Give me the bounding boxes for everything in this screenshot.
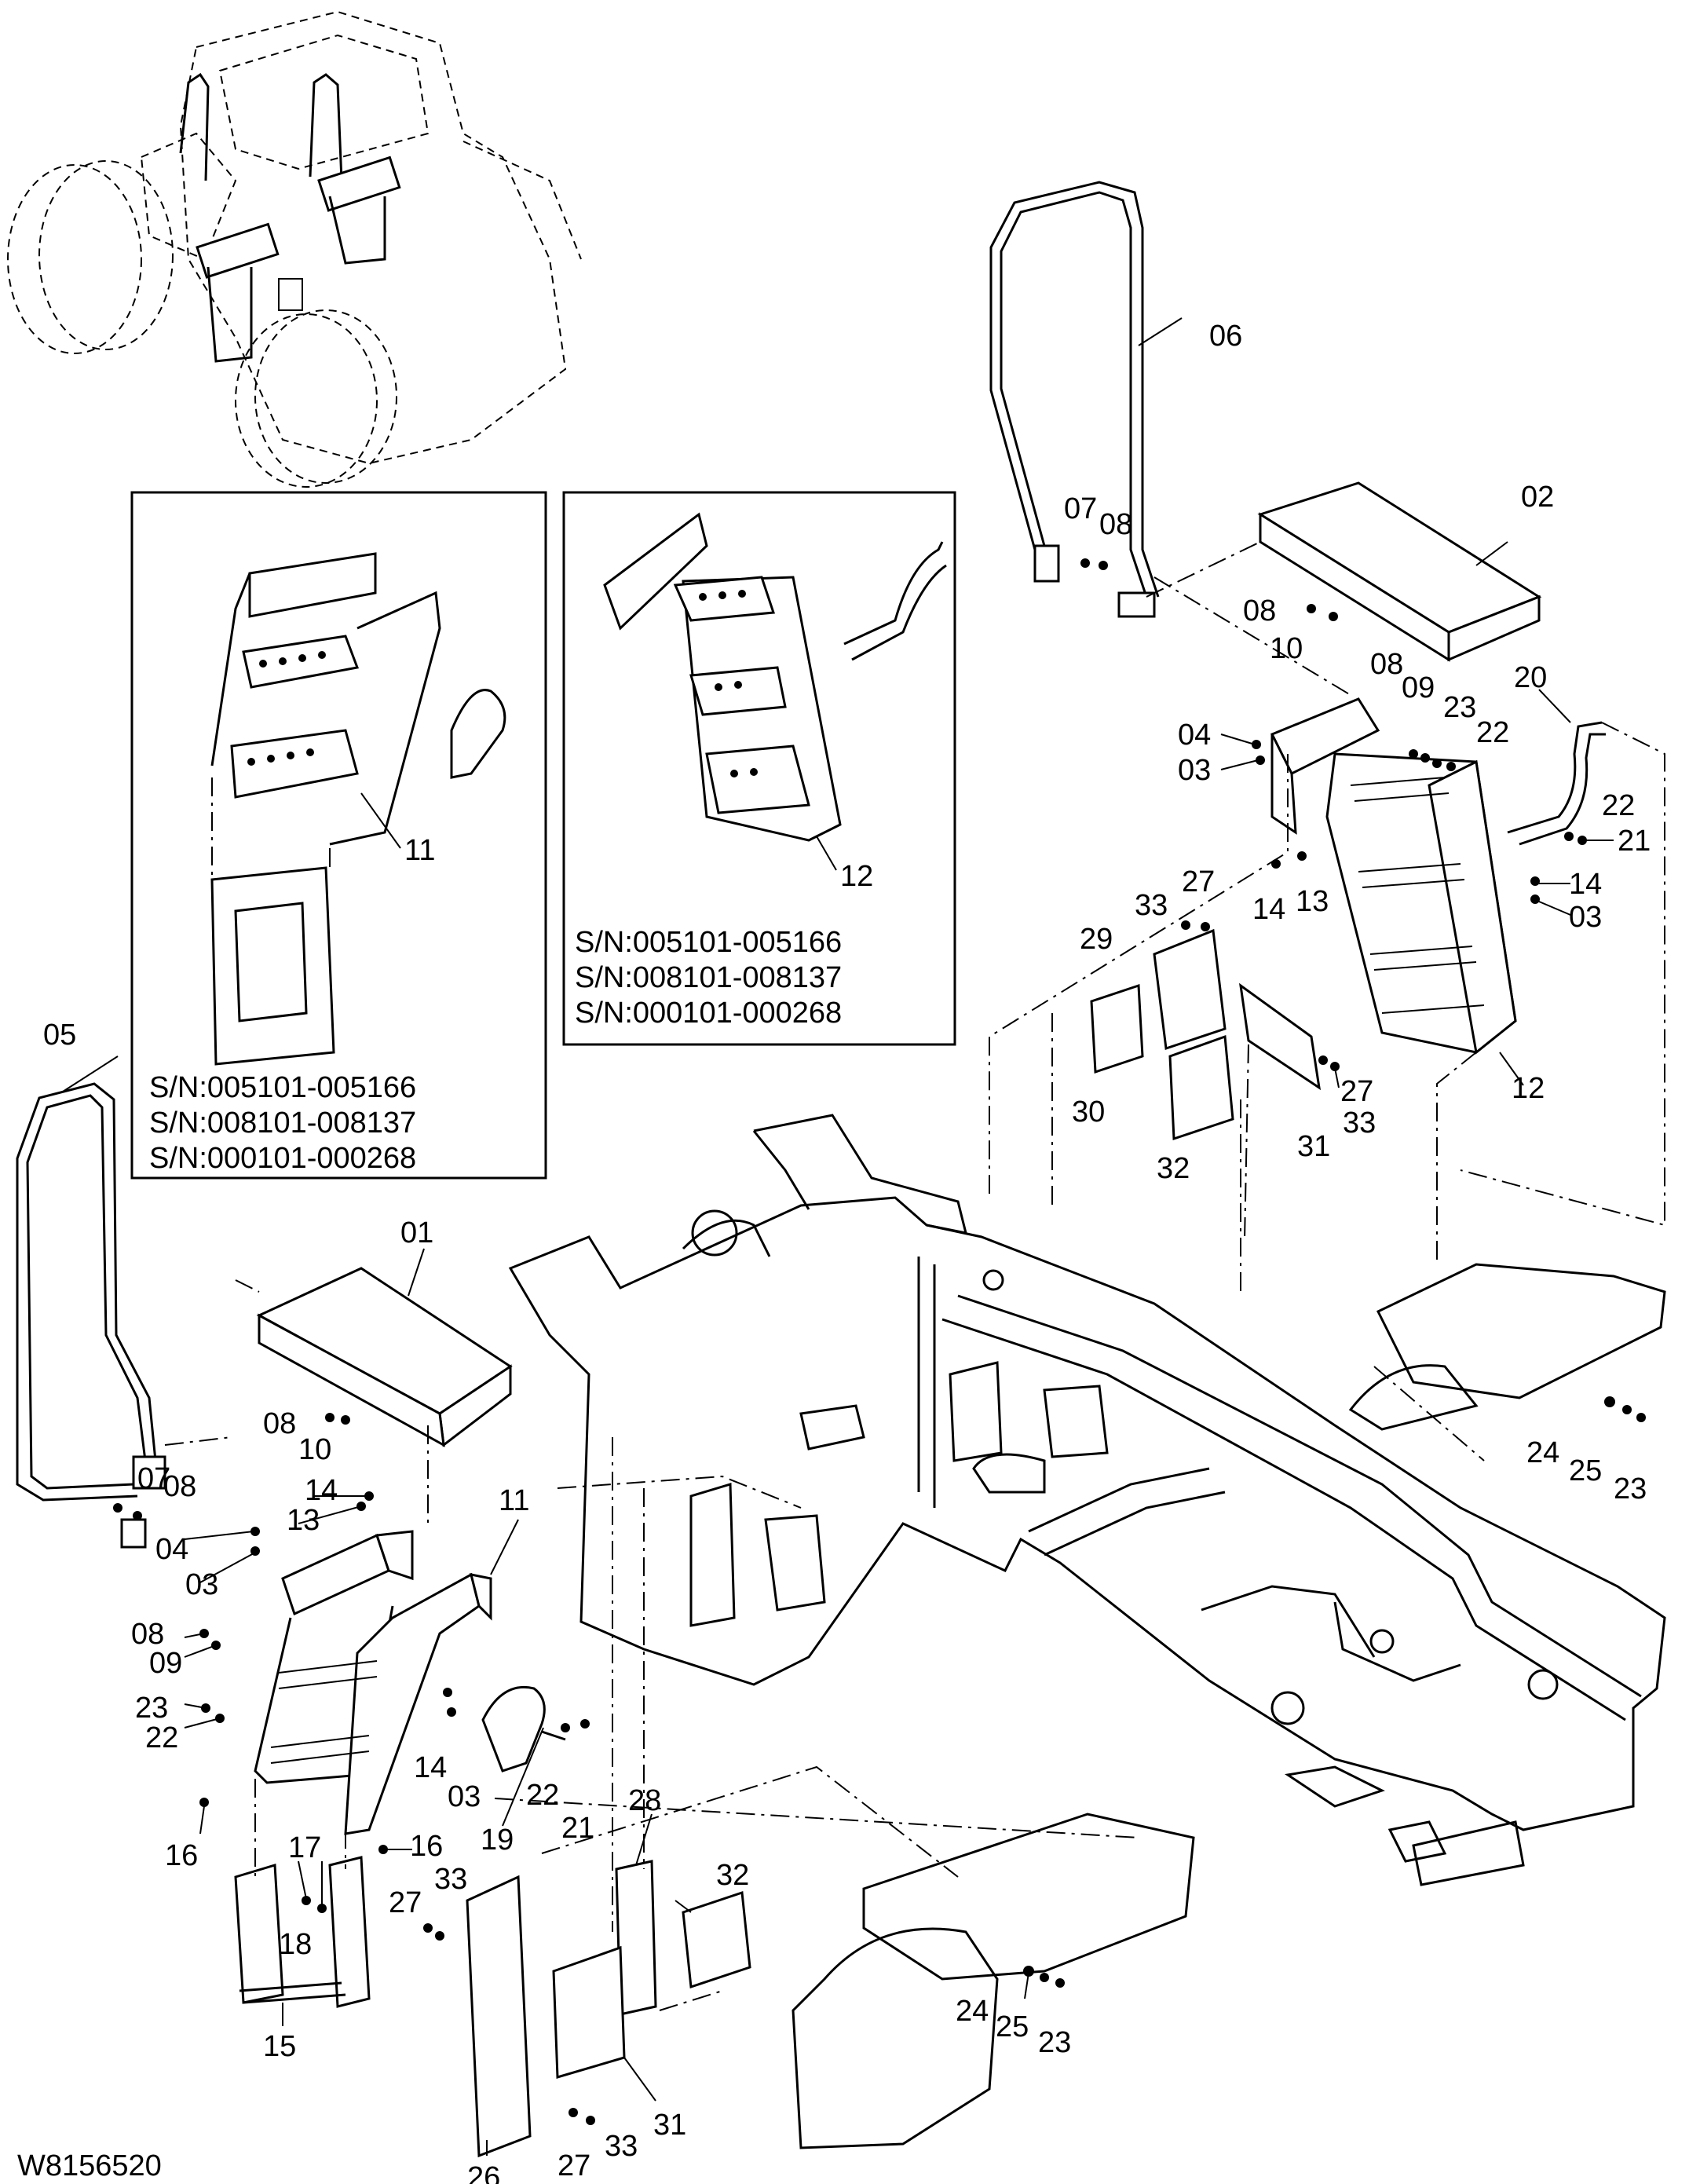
- callout-21: 21: [1618, 825, 1651, 858]
- leaders: [62, 317, 1614, 2156]
- callout-08: 08: [1099, 508, 1132, 541]
- inset-left-sn-1: S/N:005101-005166: [149, 1071, 416, 1104]
- inset-right-sn-2: S/N:008101-008137: [575, 961, 842, 994]
- plates-29-32: [1090, 928, 1322, 1141]
- handrail-06: [989, 181, 1160, 618]
- callout-22: 22: [1476, 716, 1509, 749]
- step-11-treads: [270, 1660, 378, 1764]
- callout-07: 07: [1064, 492, 1097, 525]
- inset-left: 11 S/N:005101-005166 S/N:008101-008137 S…: [130, 491, 547, 1180]
- callout-14: 14: [305, 1474, 338, 1507]
- callout-09: 09: [1402, 671, 1435, 704]
- callout-27: 27: [1340, 1075, 1373, 1108]
- callout-19: 19: [481, 1824, 514, 1857]
- callout-04: 04: [1178, 719, 1211, 752]
- callout-24: 24: [956, 1995, 989, 2028]
- callout-27: 27: [389, 1886, 422, 1919]
- callout-33: 33: [1343, 1107, 1376, 1140]
- callout-22: 22: [1602, 789, 1635, 822]
- callout-26: 26: [467, 2161, 500, 2184]
- callout-03: 03: [185, 1568, 218, 1601]
- callout-16: 16: [165, 1839, 198, 1872]
- callout-32: 32: [716, 1859, 749, 1892]
- callout-31: 31: [653, 2109, 686, 2142]
- callout-30: 30: [1072, 1096, 1105, 1129]
- callout-08: 08: [131, 1618, 164, 1651]
- callout-09: 09: [149, 1647, 182, 1680]
- callout-23: 23: [1038, 2026, 1071, 2059]
- callout-10: 10: [1270, 632, 1303, 665]
- inset-right-sn-1: S/N:005101-005166: [575, 926, 842, 959]
- hardware: [113, 558, 1646, 2125]
- callout-12: 12: [1512, 1072, 1545, 1105]
- callout-03: 03: [1569, 901, 1602, 934]
- callout-labels: 06 02 07 08 08 10 20 08 09 23 22 04 03 2…: [43, 320, 1651, 2184]
- callout-25: 25: [996, 2010, 1029, 2043]
- callout-08: 08: [1370, 648, 1403, 681]
- callout-22: 22: [526, 1779, 559, 1812]
- bracket-15: [234, 1856, 371, 2008]
- callout-06: 06: [1209, 320, 1242, 353]
- step-assembly-12: [1270, 697, 1606, 1055]
- callout-16: 16: [410, 1830, 443, 1863]
- step-01: [256, 1267, 513, 1447]
- handrail-05: [16, 1082, 166, 1549]
- inset-left-sn-2: S/N:008101-008137: [149, 1107, 416, 1140]
- callout-13: 13: [287, 1504, 320, 1537]
- callout-33: 33: [605, 2130, 638, 2163]
- callout-08: 08: [1243, 594, 1276, 627]
- callout-14: 14: [1569, 868, 1602, 901]
- callout-29: 29: [1080, 923, 1113, 956]
- callout-17: 17: [288, 1831, 321, 1864]
- callout-07: 07: [137, 1462, 170, 1495]
- callout-25: 25: [1569, 1454, 1602, 1487]
- callout-14: 14: [414, 1751, 447, 1784]
- plates-lower: [466, 1860, 751, 2158]
- callout-03: 03: [448, 1780, 481, 1813]
- callout-02: 02: [1521, 481, 1554, 514]
- machine-overview: [7, 10, 582, 488]
- callout-27: 27: [1182, 865, 1215, 898]
- callout-21: 21: [561, 1812, 594, 1845]
- callout-18: 18: [279, 1928, 312, 1961]
- callout-23: 23: [1443, 691, 1476, 724]
- inset-left-sn-3: S/N:000101-000268: [149, 1142, 416, 1175]
- step-02: [1257, 481, 1542, 662]
- callout-15: 15: [263, 2030, 296, 2063]
- callout-32: 32: [1157, 1152, 1190, 1185]
- callout-28: 28: [628, 1784, 661, 1817]
- callout-33: 33: [434, 1863, 467, 1896]
- callout-27: 27: [558, 2149, 590, 2182]
- callout-24: 24: [1526, 1436, 1559, 1469]
- main-frame: [508, 1114, 1666, 1886]
- callout-33: 33: [1135, 889, 1168, 922]
- step-assembly-11: [254, 1530, 566, 1835]
- callout-13: 13: [1296, 885, 1329, 918]
- callout-23: 23: [135, 1692, 168, 1725]
- callout-11: 11: [499, 1484, 529, 1517]
- callout-01: 01: [400, 1216, 433, 1249]
- callout-08: 08: [163, 1470, 196, 1503]
- callout-31: 31: [1297, 1130, 1330, 1163]
- step-12-treads: [1350, 777, 1485, 1014]
- callout-04: 04: [155, 1533, 188, 1566]
- inset-right: 12 S/N:005101-005166 S/N:008101-008137 S…: [562, 491, 956, 1046]
- inset-right-part-label: 12: [840, 860, 873, 893]
- callout-20: 20: [1514, 661, 1547, 694]
- callout-08: 08: [263, 1407, 296, 1440]
- assembly-lines: [164, 541, 1665, 2011]
- callout-03: 03: [1178, 754, 1211, 787]
- inset-right-sn-3: S/N:000101-000268: [575, 997, 842, 1030]
- fender-upper: [1348, 1263, 1666, 1431]
- callout-22: 22: [145, 1721, 178, 1754]
- fender-lower: [792, 1813, 1195, 2149]
- callout-10: 10: [298, 1433, 331, 1466]
- drawing-id: W8156520: [17, 2149, 162, 2182]
- callout-05: 05: [43, 1019, 76, 1052]
- callout-14: 14: [1252, 893, 1285, 926]
- callout-23: 23: [1614, 1472, 1647, 1505]
- inset-left-part-label: 11: [404, 834, 435, 867]
- inset-left-step-holes: [247, 651, 326, 766]
